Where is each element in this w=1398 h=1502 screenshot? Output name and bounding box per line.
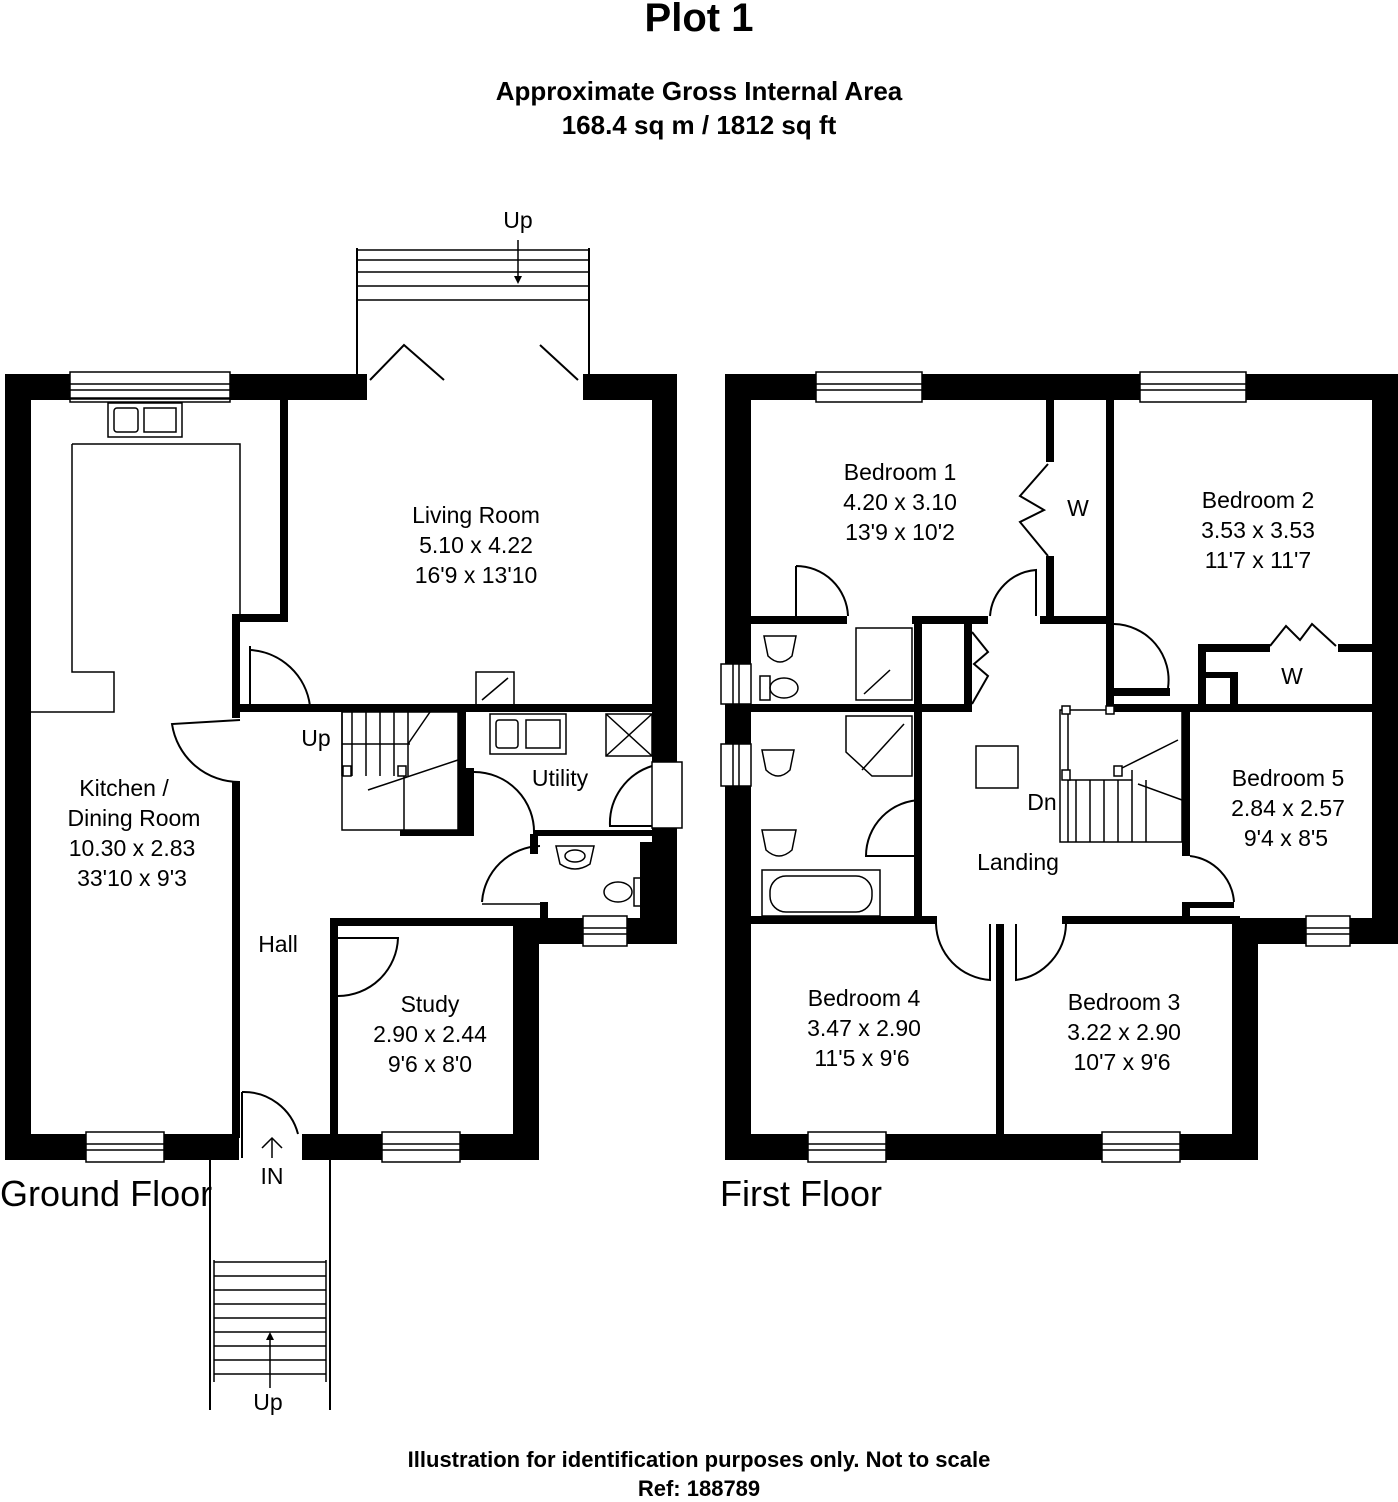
gf-wall-study-east: [513, 918, 539, 1160]
landing-name: Landing: [977, 849, 1059, 875]
first-floor-plan: [720, 371, 1398, 1163]
disclaimer: Illustration for identification purposes…: [407, 1447, 991, 1472]
room-labels: Up Living Room 5.10 x 4.22 16'9 x 13'10 …: [0, 207, 1345, 1415]
deck-up-label: Up: [503, 207, 532, 233]
steps-up-label: Up: [253, 1389, 282, 1415]
bedroom5-metric: 2.84 x 2.57: [1231, 795, 1345, 821]
ground-floor-label: Ground Floor: [0, 1173, 212, 1214]
ground-floor-plan: [5, 240, 683, 1410]
wardrobe1-label: W: [1067, 495, 1089, 521]
study-imperial: 9'6 x 8'0: [388, 1051, 472, 1077]
bedroom4-imperial: 11'5 x 9'6: [814, 1045, 909, 1071]
bedroom4-metric: 3.47 x 2.90: [807, 1015, 921, 1041]
bedroom1-metric: 4.20 x 3.10: [843, 489, 957, 515]
bedroom2-imperial: 11'7 x 11'7: [1205, 547, 1311, 573]
area-label: Approximate Gross Internal Area: [495, 76, 903, 106]
kitchen-metric: 10.30 x 2.83: [69, 835, 196, 861]
gf-wall-west: [5, 374, 31, 1160]
gf-wall-east: [652, 374, 677, 944]
living-room-imperial: 16'9 x 13'10: [415, 562, 538, 588]
bedroom3-imperial: 10'7 x 9'6: [1073, 1049, 1170, 1075]
wardrobe2-label: W: [1281, 663, 1303, 689]
study-name: Study: [401, 991, 460, 1017]
bedroom1-name: Bedroom 1: [844, 459, 957, 485]
bedroom4-name: Bedroom 4: [808, 985, 921, 1011]
bedroom2-metric: 3.53 x 3.53: [1201, 517, 1315, 543]
kitchen-imperial: 33'10 x 9'3: [77, 865, 187, 891]
first-floor-label: First Floor: [720, 1173, 882, 1214]
hall-name: Hall: [258, 931, 298, 957]
bedroom3-name: Bedroom 3: [1068, 989, 1181, 1015]
gf-stair-up-label: Up: [301, 725, 330, 751]
area-value: 168.4 sq m / 1812 sq ft: [561, 110, 837, 140]
bedroom1-imperial: 13'9 x 10'2: [845, 519, 955, 545]
living-room-name: Living Room: [412, 502, 540, 528]
plan-title: Plot 1: [644, 0, 754, 40]
reference: Ref: 188789: [637, 1476, 761, 1501]
kitchen-name-2: Dining Room: [68, 805, 201, 831]
utility-name: Utility: [532, 765, 589, 791]
entrance-label: IN: [261, 1163, 284, 1189]
living-room-metric: 5.10 x 4.22: [419, 532, 533, 558]
bedroom3-metric: 3.22 x 2.90: [1067, 1019, 1181, 1045]
ff-stair-dn-label: Dn: [1027, 789, 1056, 815]
bedroom5-imperial: 9'4 x 8'5: [1244, 825, 1328, 851]
area-summary: Approximate Gross Internal Area 168.4 sq…: [0, 74, 1398, 142]
bedroom5-name: Bedroom 5: [1232, 765, 1345, 791]
kitchen-name-1: Kitchen /: [79, 775, 169, 801]
bedroom2-name: Bedroom 2: [1202, 487, 1315, 513]
study-metric: 2.90 x 2.44: [373, 1021, 487, 1047]
